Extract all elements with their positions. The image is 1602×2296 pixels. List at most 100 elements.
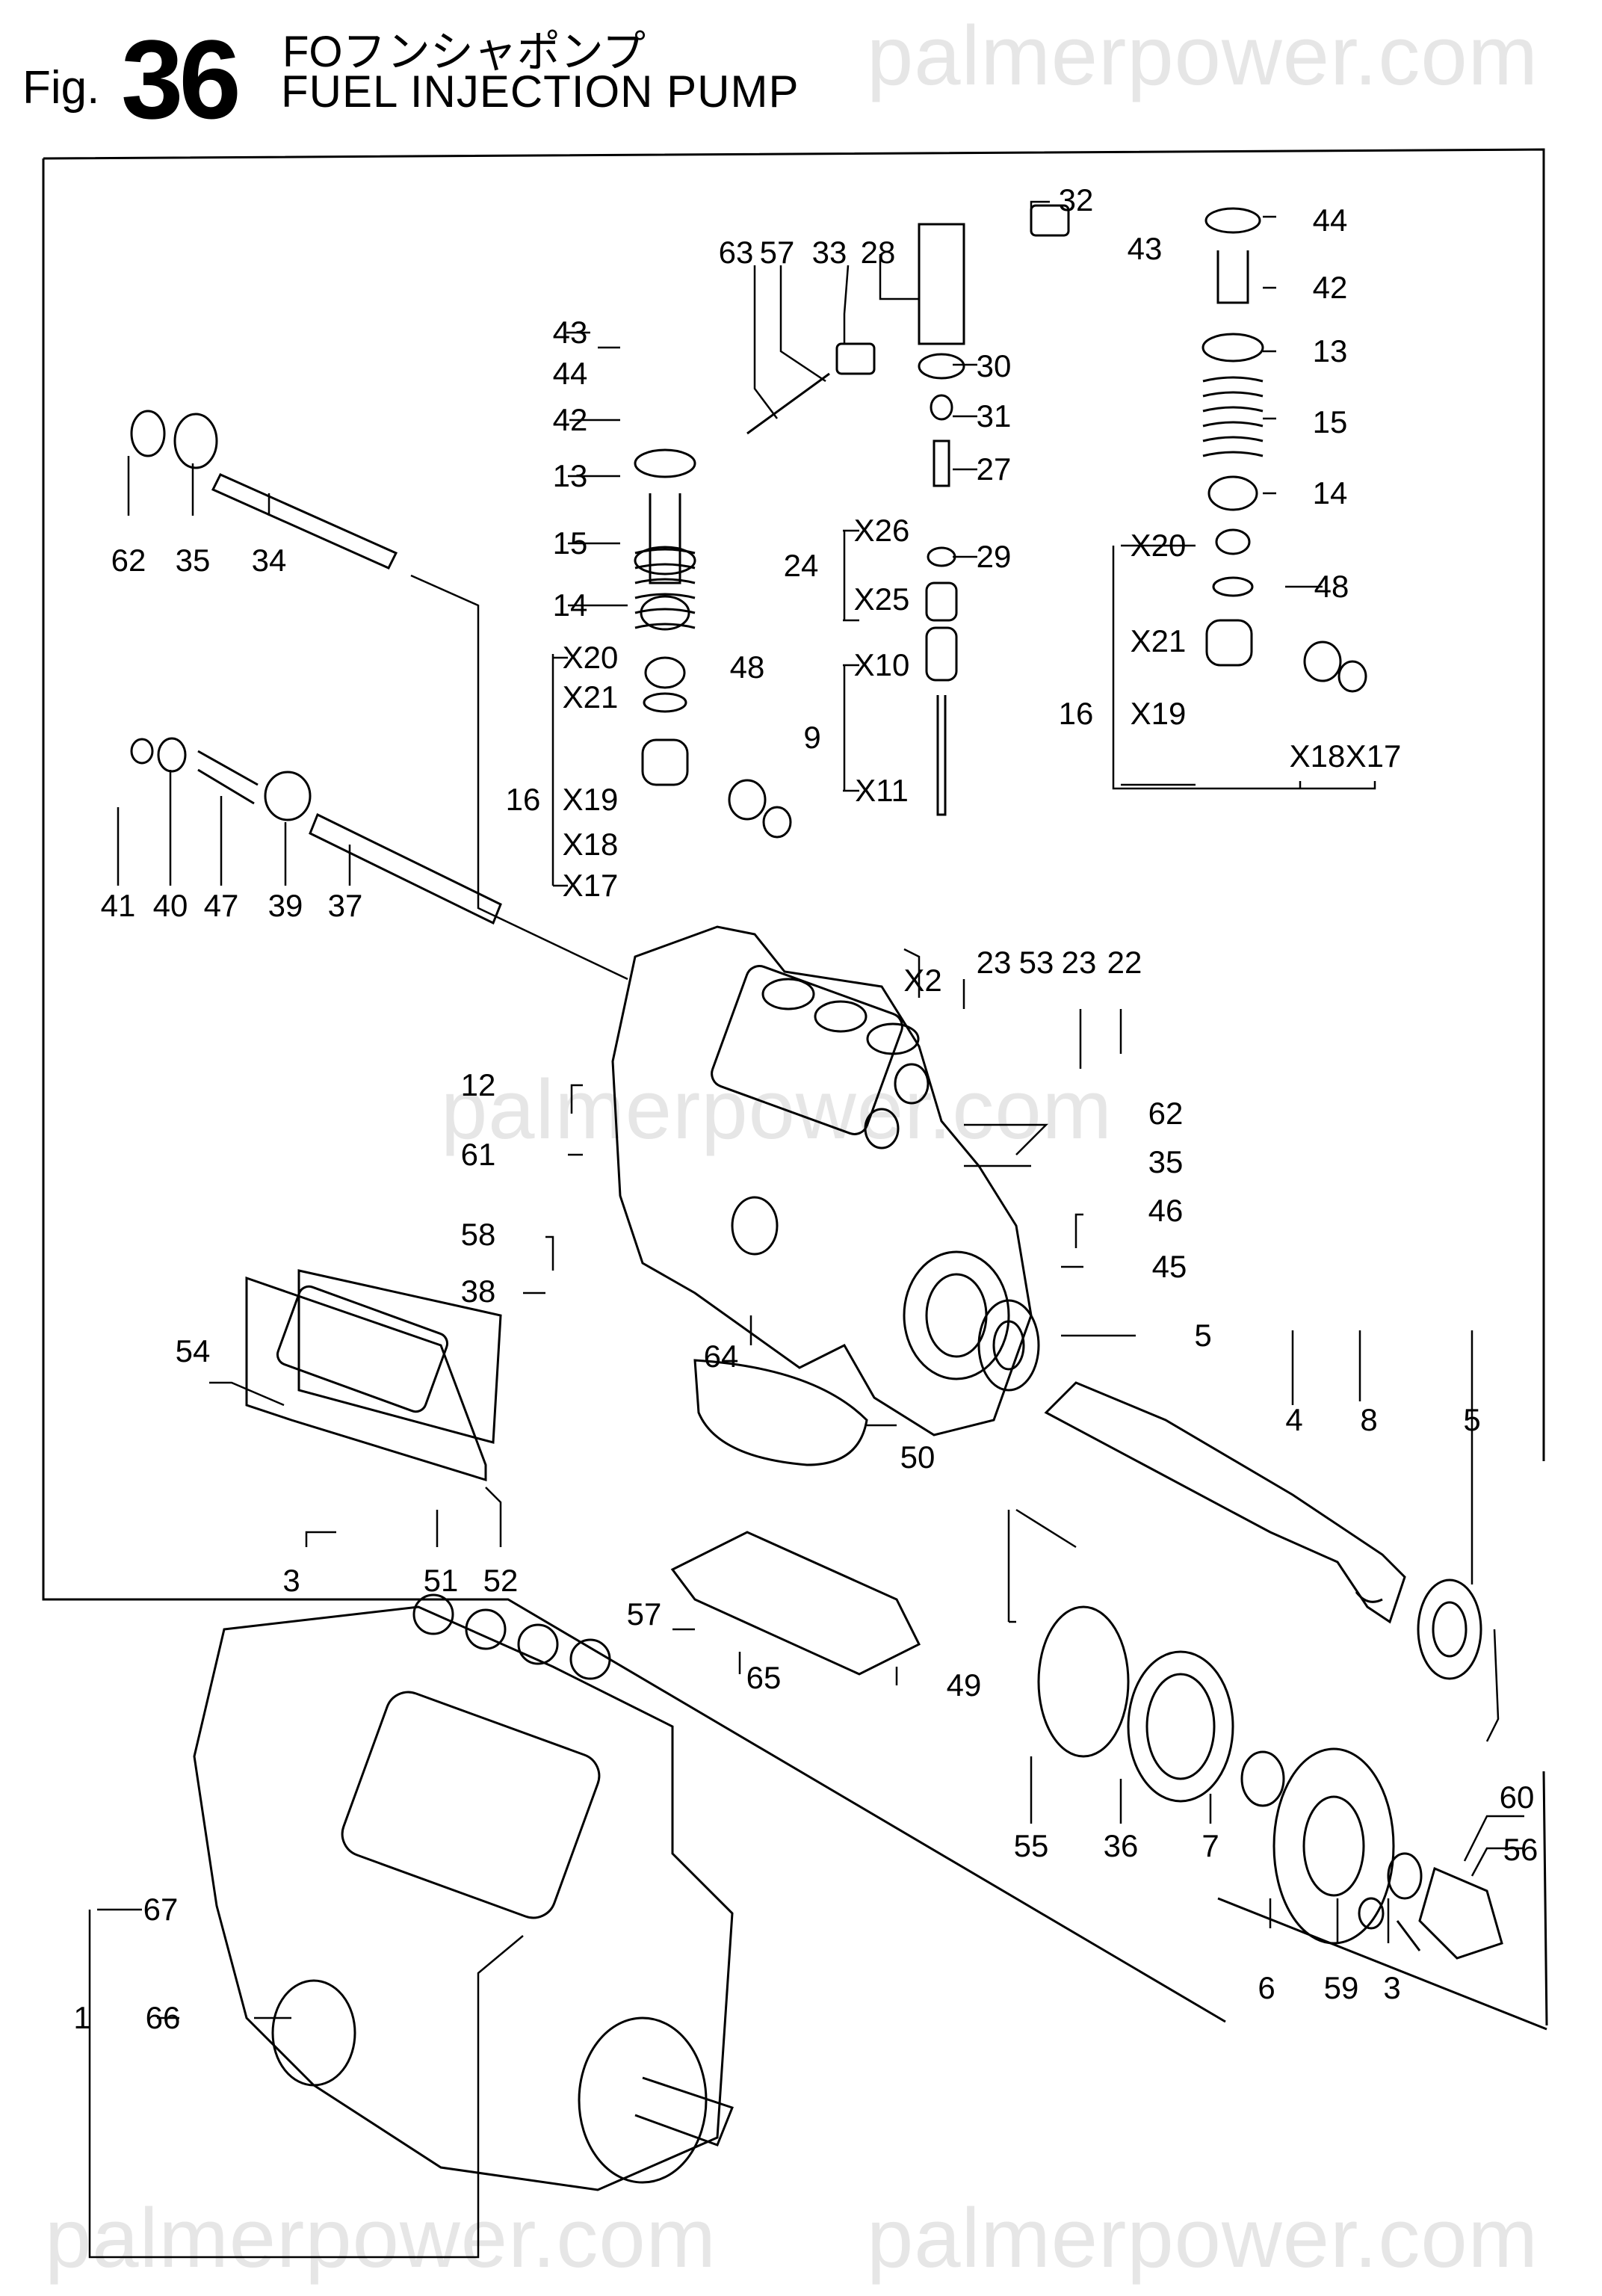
callout-62-housing: 62 xyxy=(1148,1096,1184,1131)
callout-3-cover: 3 xyxy=(282,1563,300,1598)
assembled-pump xyxy=(193,1593,734,2191)
callout-x10: X10 xyxy=(853,647,910,682)
callout-x17-left: X17 xyxy=(562,868,619,903)
callout-49: 49 xyxy=(946,1667,982,1703)
callout-57: 57 xyxy=(759,235,795,270)
callout-28: 28 xyxy=(860,235,896,270)
callout-32: 32 xyxy=(1058,182,1094,217)
callout-13-left: 13 xyxy=(552,458,588,493)
callout-7: 7 xyxy=(1202,1828,1219,1863)
callout-x2: X2 xyxy=(903,963,942,998)
callout-54: 54 xyxy=(175,1333,211,1368)
callout-31: 31 xyxy=(976,398,1012,433)
callout-x11: X11 xyxy=(855,773,909,808)
callout-23-second: 23 xyxy=(1061,945,1097,980)
callout-8: 8 xyxy=(1360,1402,1378,1437)
callout-62-rack: 62 xyxy=(111,543,146,578)
callout-67: 67 xyxy=(143,1892,179,1927)
callout-35-rack: 35 xyxy=(175,543,211,578)
callout-x19-left: X19 xyxy=(562,782,619,817)
callout-51: 51 xyxy=(423,1563,459,1598)
callout-56: 56 xyxy=(1503,1832,1538,1867)
callout-x20-right: X20 xyxy=(1130,528,1187,563)
delivery-valve-stack xyxy=(746,204,1070,816)
callout-41: 41 xyxy=(100,888,136,923)
callout-39: 39 xyxy=(267,888,303,923)
governor-end-parts xyxy=(1037,1605,1503,1960)
callout-16-left: 16 xyxy=(505,782,541,817)
watermark-middle: palmerpower.com xyxy=(441,1063,1113,1156)
callout-16-right: 16 xyxy=(1058,696,1094,731)
callout-22: 22 xyxy=(1107,945,1142,980)
callout-30: 30 xyxy=(976,348,1012,383)
callout-x19-right: X19 xyxy=(1130,696,1187,731)
callout-53: 53 xyxy=(1018,945,1054,980)
callout-5-rear: 5 xyxy=(1463,1402,1481,1437)
callout-46: 46 xyxy=(1148,1193,1184,1228)
callout-x20-left: X20 xyxy=(562,640,619,675)
callout-x18-right: X18 xyxy=(1289,738,1346,774)
leader-lines xyxy=(88,200,1524,2259)
callout-47: 47 xyxy=(203,888,239,923)
figure-title-japanese: FOフンシャポンプ xyxy=(282,28,646,76)
callout-63: 63 xyxy=(718,235,754,270)
callout-9: 9 xyxy=(803,720,821,755)
callout-15-right: 15 xyxy=(1312,404,1348,439)
figure-number: 36 xyxy=(121,16,241,142)
callout-27: 27 xyxy=(976,451,1012,487)
callout-48-left: 48 xyxy=(729,649,765,685)
callout-44-right: 44 xyxy=(1312,203,1348,238)
callout-33: 33 xyxy=(811,235,847,270)
callout-x26: X26 xyxy=(853,513,910,548)
callout-15-left: 15 xyxy=(552,525,588,561)
callout-24: 24 xyxy=(783,548,819,583)
control-rack-parts xyxy=(130,410,502,925)
callout-65: 65 xyxy=(746,1660,782,1695)
callout-4: 4 xyxy=(1285,1402,1303,1437)
callout-55: 55 xyxy=(1013,1828,1049,1863)
callout-45: 45 xyxy=(1151,1249,1187,1284)
callout-x17-right: X17 xyxy=(1345,738,1402,774)
callout-12: 12 xyxy=(460,1067,496,1102)
callout-38: 38 xyxy=(460,1274,496,1309)
callout-1: 1 xyxy=(73,2000,91,2035)
callout-x25: X25 xyxy=(853,581,910,617)
callout-13-right: 13 xyxy=(1312,333,1348,368)
callout-60: 60 xyxy=(1499,1780,1535,1815)
callout-43-right: 43 xyxy=(1127,231,1163,266)
frame-border xyxy=(43,148,1548,2031)
callout-35-housing: 35 xyxy=(1148,1144,1184,1179)
inspection-cover-parts xyxy=(245,1269,921,1676)
figure-title-english: FUEL INJECTION PUMP xyxy=(281,67,800,117)
callout-36: 36 xyxy=(1103,1828,1139,1863)
callout-x18-left: X18 xyxy=(562,827,619,862)
callout-40: 40 xyxy=(152,888,188,923)
callout-14-left: 14 xyxy=(552,587,588,623)
callout-50: 50 xyxy=(900,1439,935,1475)
callout-43-left: 43 xyxy=(552,315,588,350)
callout-34: 34 xyxy=(251,543,287,578)
watermark-bottom-left: palmerpower.com xyxy=(45,2191,717,2285)
callout-48-right: 48 xyxy=(1314,569,1349,604)
callout-59: 59 xyxy=(1323,1970,1359,2005)
callout-x21-left: X21 xyxy=(562,679,619,715)
callout-61: 61 xyxy=(460,1137,496,1172)
callout-29: 29 xyxy=(976,539,1012,574)
watermark-bottom-right: palmerpower.com xyxy=(867,2191,1538,2285)
callout-37: 37 xyxy=(327,888,363,923)
callout-64: 64 xyxy=(703,1339,739,1374)
callout-3-flange: 3 xyxy=(1383,1970,1401,2005)
callout-14-right: 14 xyxy=(1312,475,1348,510)
callout-5-front: 5 xyxy=(1194,1318,1212,1353)
pump-housing xyxy=(611,925,1033,1436)
plunger-stack-left xyxy=(634,448,792,839)
callout-57-plate: 57 xyxy=(626,1596,662,1632)
callout-66: 66 xyxy=(145,2000,181,2035)
callout-42-right: 42 xyxy=(1312,270,1348,305)
callout-52: 52 xyxy=(483,1563,519,1598)
callout-6: 6 xyxy=(1258,1970,1275,2005)
frame-left-bottom xyxy=(42,158,1226,2023)
callout-44-left: 44 xyxy=(552,356,588,391)
watermark-top: palmerpower.com xyxy=(867,9,1538,102)
